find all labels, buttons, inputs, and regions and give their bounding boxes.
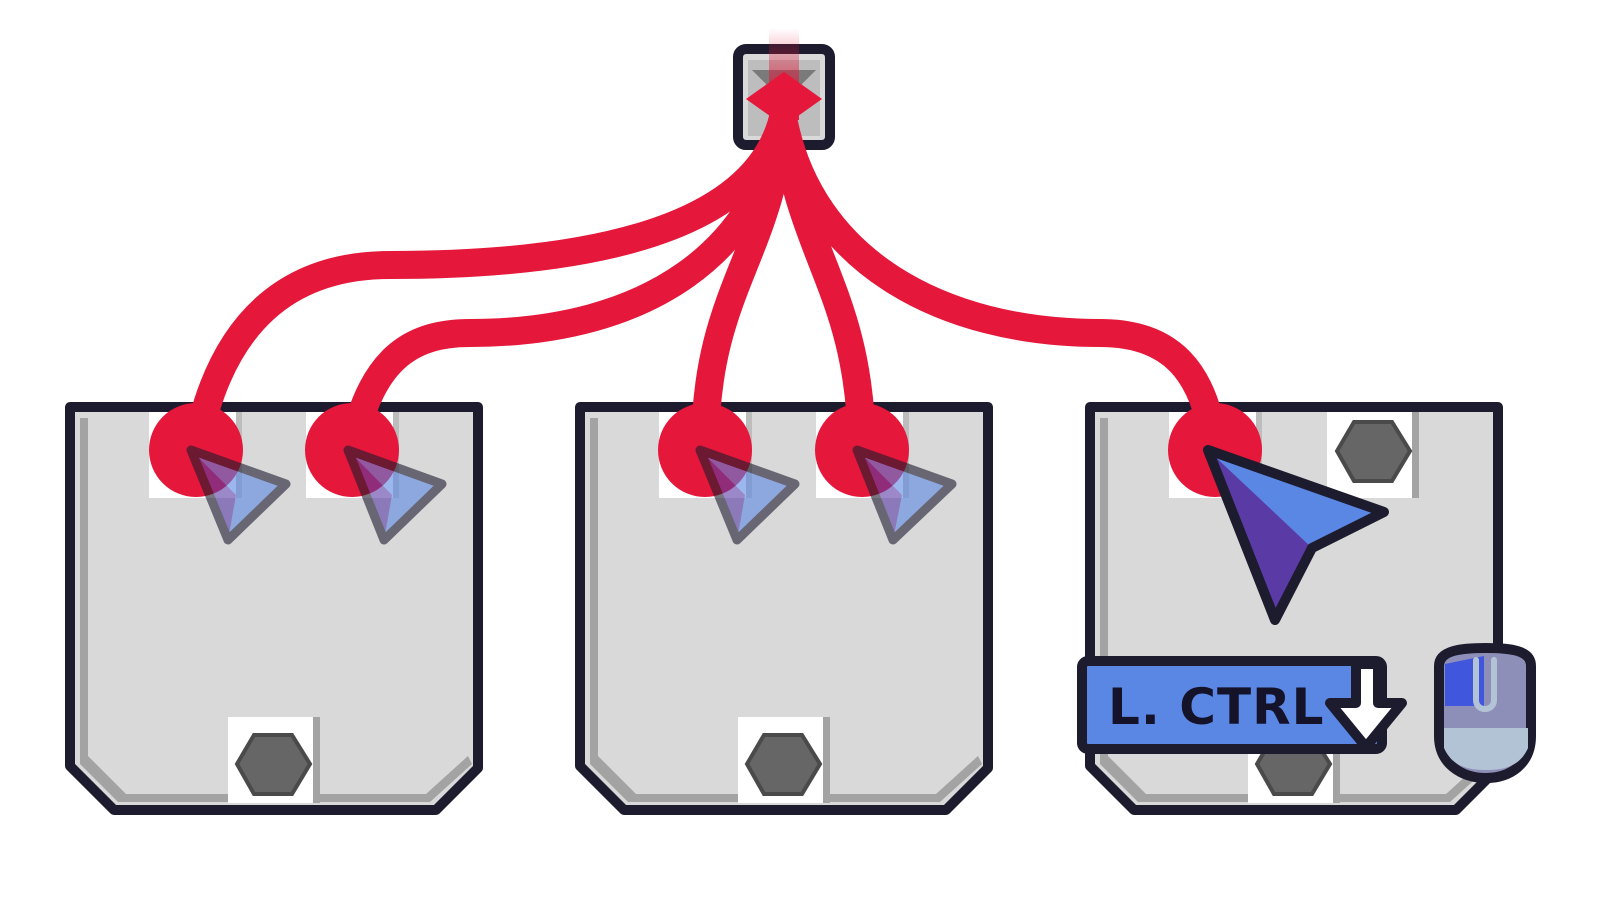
hex-bolt-icon (1334, 420, 1413, 483)
key-label: L. CTRL (1108, 678, 1324, 736)
ghost-cursors (186, 445, 957, 545)
bolt-socket (738, 717, 830, 803)
wire-3 (691, 104, 797, 464)
cursor-ghost-icon (343, 445, 447, 545)
hex-bolt-icon (744, 733, 823, 796)
keyboard-key-hint: L. CTRL (1077, 656, 1407, 754)
wire-junction (746, 72, 822, 126)
wire-5 (769, 104, 1229, 464)
cursor-ghost-icon (695, 445, 800, 545)
bolt-socket (228, 717, 320, 803)
cursor-icon (1203, 445, 1389, 625)
cursor-ghost-icon (186, 445, 291, 545)
left-panel (65, 402, 483, 815)
hex-bolt-icon (234, 733, 313, 796)
wire-1 (182, 104, 797, 464)
wire-2 (338, 104, 797, 464)
arrow-down-icon (1325, 659, 1407, 752)
bolt-socket (1327, 412, 1419, 498)
cursor-ghost-icon (852, 445, 957, 545)
middle-panel (575, 402, 993, 815)
wire-bundle (182, 104, 1229, 464)
mouse-left-click-icon (1434, 642, 1536, 784)
